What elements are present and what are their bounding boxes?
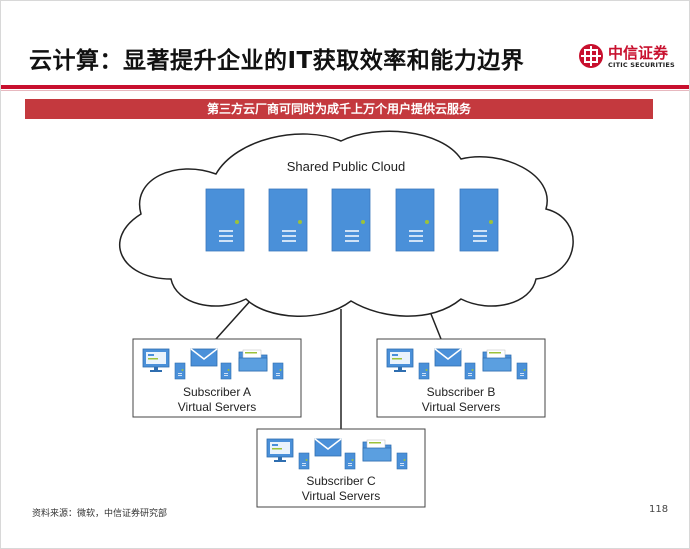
- server-icon: [395, 188, 435, 252]
- source-note: 资料来源：微软，中信证券研究部: [32, 509, 168, 519]
- subscriber-a-title: Subscriber A: [183, 385, 251, 399]
- server-icon: [205, 188, 245, 252]
- subscriber-c-title: Subscriber C: [306, 474, 376, 488]
- logo-english-text: CITIC SECURITIES: [608, 61, 675, 69]
- page-number: 118: [649, 504, 669, 515]
- subscriber-b-box: Subscriber B Virtual Servers: [376, 338, 546, 418]
- server-icon: [331, 188, 371, 252]
- subtitle-banner: 第三方云厂商可同时为成千上万个用户提供云服务: [25, 99, 653, 119]
- subscriber-a-subtitle: Virtual Servers: [178, 400, 256, 414]
- cloud-diagram: Shared Public Cloud: [119, 130, 574, 508]
- header-divider-thin: [1, 90, 689, 91]
- server-icon: [459, 188, 499, 252]
- logo-chinese-text: 中信证券: [608, 44, 669, 62]
- citic-logo: 中信证券 CITIC SECURITIES: [578, 42, 678, 72]
- citic-logo-icon: [579, 44, 603, 68]
- header: 云计算：显著提升企业的IT获取效率和能力边界 中信证券 CITIC SECURI…: [1, 1, 689, 85]
- subscriber-c-box: Subscriber C Virtual Servers: [256, 428, 426, 508]
- cloud-label: Shared Public Cloud: [287, 159, 406, 174]
- server-icon: [268, 188, 308, 252]
- subscriber-c-subtitle: Virtual Servers: [302, 489, 380, 503]
- subscriber-b-subtitle: Virtual Servers: [422, 400, 500, 414]
- server-row: [205, 188, 499, 252]
- page-title: 云计算：显著提升企业的IT获取效率和能力边界: [29, 48, 525, 74]
- subscriber-b-title: Subscriber B: [427, 385, 496, 399]
- header-divider: [1, 85, 689, 89]
- subscriber-a-box: Subscriber A Virtual Servers: [132, 338, 302, 418]
